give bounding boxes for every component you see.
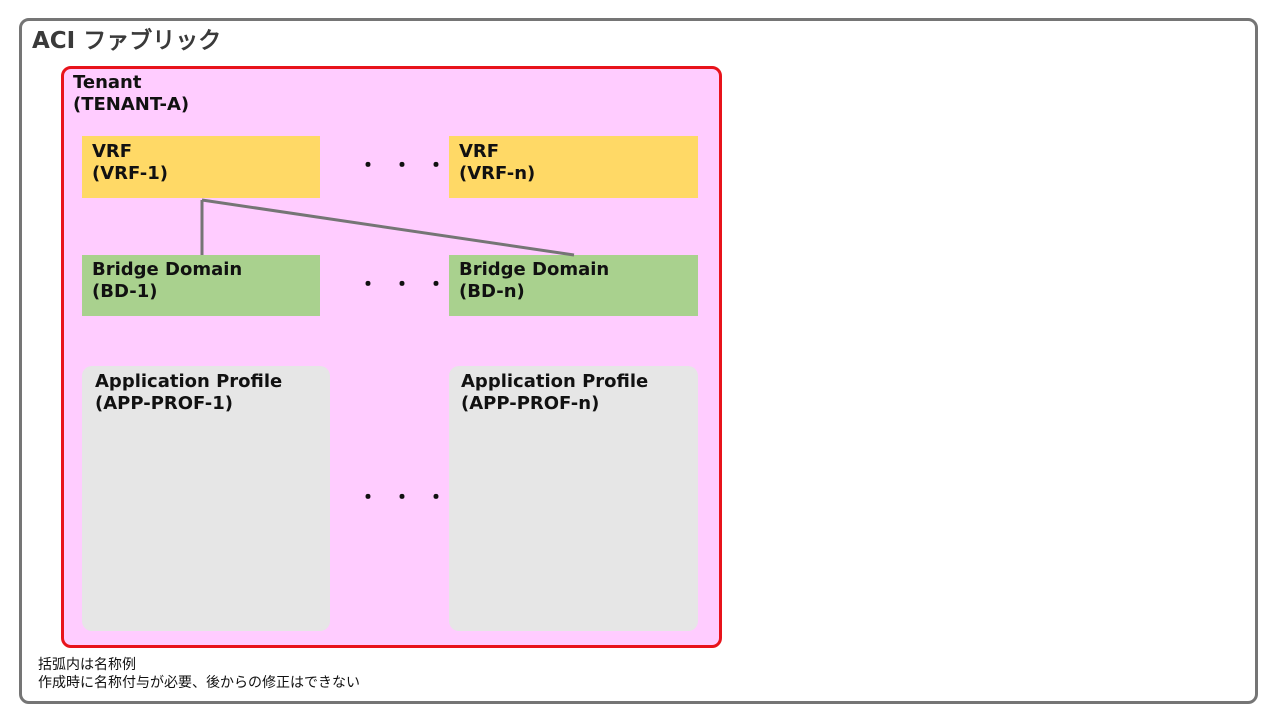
bd-1-label-line2: (BD-1) [92, 281, 158, 302]
app-profile-ellipsis: ・・・ [358, 485, 460, 509]
app-profile-n-box: Application Profile (APP-PROF-n) [449, 366, 698, 631]
note-line-2: 作成時に名称付与が必要、後からの修正はできない [38, 675, 360, 691]
vrf-1-box: VRF (VRF-1) [82, 136, 320, 198]
app-profile-n-label: Application Profile (APP-PROF-n) [461, 371, 648, 415]
bd-1-box: Bridge Domain (BD-1) [82, 255, 320, 316]
vrf-1-label-line1: VRF [92, 141, 133, 162]
tenant-label-line1: Tenant [73, 72, 142, 93]
bd-n-box: Bridge Domain (BD-n) [449, 255, 698, 316]
bd-n-label-line2: (BD-n) [459, 281, 525, 302]
app-profile-1-label: Application Profile (APP-PROF-1) [95, 371, 282, 415]
vrf-1-label-line2: (VRF-1) [92, 163, 168, 184]
vrf-n-label: VRF (VRF-n) [459, 141, 535, 185]
tenant-label-line2: (TENANT-A) [73, 94, 190, 115]
bd-n-label: Bridge Domain (BD-n) [459, 259, 609, 303]
app-profile-1-box: Application Profile (APP-PROF-1) [82, 366, 330, 631]
app-profile-n-label-line2: (APP-PROF-n) [461, 393, 600, 414]
bd-1-label-line1: Bridge Domain [92, 259, 243, 280]
bd-1-label: Bridge Domain (BD-1) [92, 259, 242, 303]
app-profile-1-label-line1: Application Profile [95, 371, 283, 392]
notes-block: 括弧内は名称例 作成時に名称付与が必要、後からの修正はできない [38, 656, 360, 692]
note-line-1: 括弧内は名称例 [38, 657, 136, 673]
fabric-title: ACI ファブリック [32, 28, 222, 54]
bd-n-label-line1: Bridge Domain [459, 259, 610, 280]
app-profile-n-label-line1: Application Profile [461, 371, 649, 392]
bd-ellipsis: ・・・ [358, 272, 460, 296]
vrf-n-label-line2: (VRF-n) [459, 163, 536, 184]
vrf-n-label-line1: VRF [459, 141, 500, 162]
vrf-ellipsis: ・・・ [358, 153, 460, 177]
app-profile-1-label-line2: (APP-PROF-1) [95, 393, 234, 414]
vrf-n-box: VRF (VRF-n) [449, 136, 698, 198]
tenant-label: Tenant (TENANT-A) [73, 72, 189, 116]
vrf-1-label: VRF (VRF-1) [92, 141, 168, 185]
